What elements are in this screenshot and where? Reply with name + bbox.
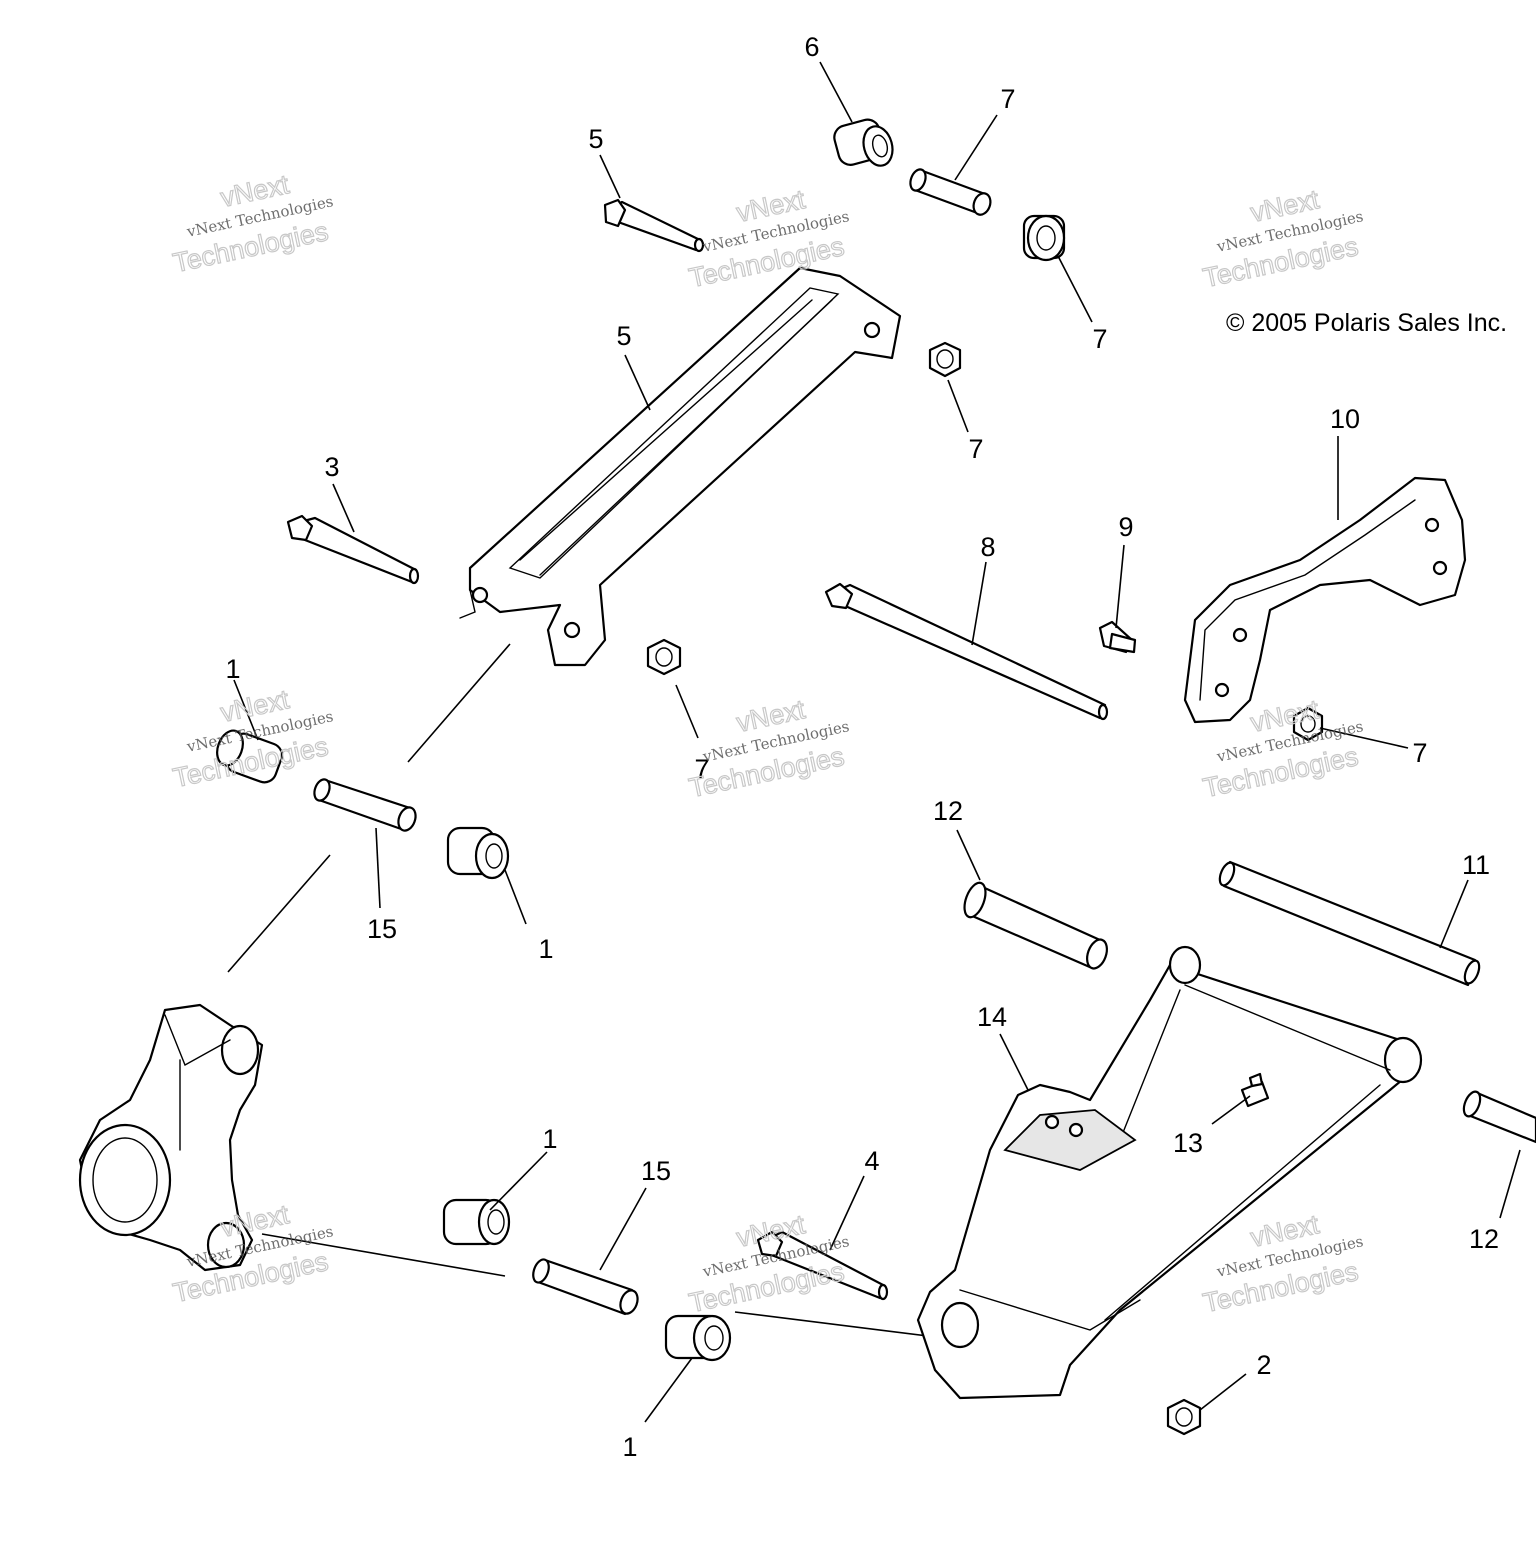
watermark-mid-left: vNext vNext Technologies Technologies [170,684,335,794]
callout-15-lower: 15 [641,1156,671,1186]
callout-7-lower: 2 [1256,1350,1271,1380]
nut-7-lower [1166,1398,1202,1436]
bracket-10 [1183,476,1467,724]
callout-1-bottom: 1 [622,1432,637,1462]
pin-12-right [1462,1090,1536,1144]
grease-fitting-13 [1240,1072,1270,1108]
nut-7-mid [646,638,682,676]
callout-10: 10 [1330,404,1360,434]
sleeve-15-upper [313,778,417,832]
callout-11: 11 [1462,850,1490,880]
bolt-2-upper [286,514,420,585]
callout-labels: 6 7 7 5 5 7 3 10 8 9 7 7 1 15 1 12 11 14… [225,32,1499,1462]
callout-1-upper-left: 1 [225,654,240,684]
callout-7-upper: 7 [968,434,983,464]
nut-7-upper [928,341,962,378]
callout-3: 5 [616,321,631,351]
steering-knuckle [78,1003,264,1272]
watermark-mid-center: vNext vNext Technologies Technologies [686,694,851,804]
bolt-2-lower [756,1230,889,1301]
pin-12-top [963,881,1108,970]
bushing-1-left [216,729,283,784]
bushing-5-top [833,118,894,167]
callout-1-lower-left: 1 [542,1124,557,1154]
bushing-1-lower-left [442,1198,511,1246]
callout-1-mid: 1 [538,934,553,964]
callout-13: 13 [1173,1128,1203,1158]
callout-14: 14 [977,1002,1007,1032]
watermark-top-left: vNext vNext Technologies Technologies [170,169,335,279]
callout-7-mid: 7 [694,754,709,784]
callout-9: 9 [1118,512,1133,542]
callout-5-lower: 7 [1092,324,1107,354]
callout-12-top: 12 [933,796,963,826]
bushing-5-lower [1022,214,1066,262]
leader-lines [233,61,1521,1423]
lower-arm-14 [916,945,1423,1400]
callout-12-right: 12 [1469,1224,1499,1254]
sleeve-6 [909,168,992,216]
pin-11 [1218,860,1481,987]
callout-6: 7 [1000,84,1015,114]
bolt-4 [603,198,705,253]
callout-2-lower: 4 [864,1146,879,1176]
nut-7-right [1292,706,1324,742]
sleeve-15-lower [532,1258,639,1316]
callout-15-upper: 15 [367,914,397,944]
copyright-notice: © 2005 Polaris Sales Inc. [1226,309,1507,337]
watermark-bottom-center: vNext vNext Technologies Technologies [686,1209,851,1319]
callout-2-upper: 3 [324,452,339,482]
bushing-1-lower-center [664,1314,732,1362]
bolt-8 [824,582,1109,721]
callout-4: 5 [588,124,603,154]
callout-5-top: 6 [804,32,819,62]
bushing-1-mid [446,826,510,880]
callout-8: 8 [980,532,995,562]
upper-arm-3 [459,266,902,667]
callout-7-right: 7 [1412,738,1427,768]
bolt-9 [1098,620,1137,654]
watermark-top-right: vNext vNext Technologies Technologies [1200,184,1365,294]
